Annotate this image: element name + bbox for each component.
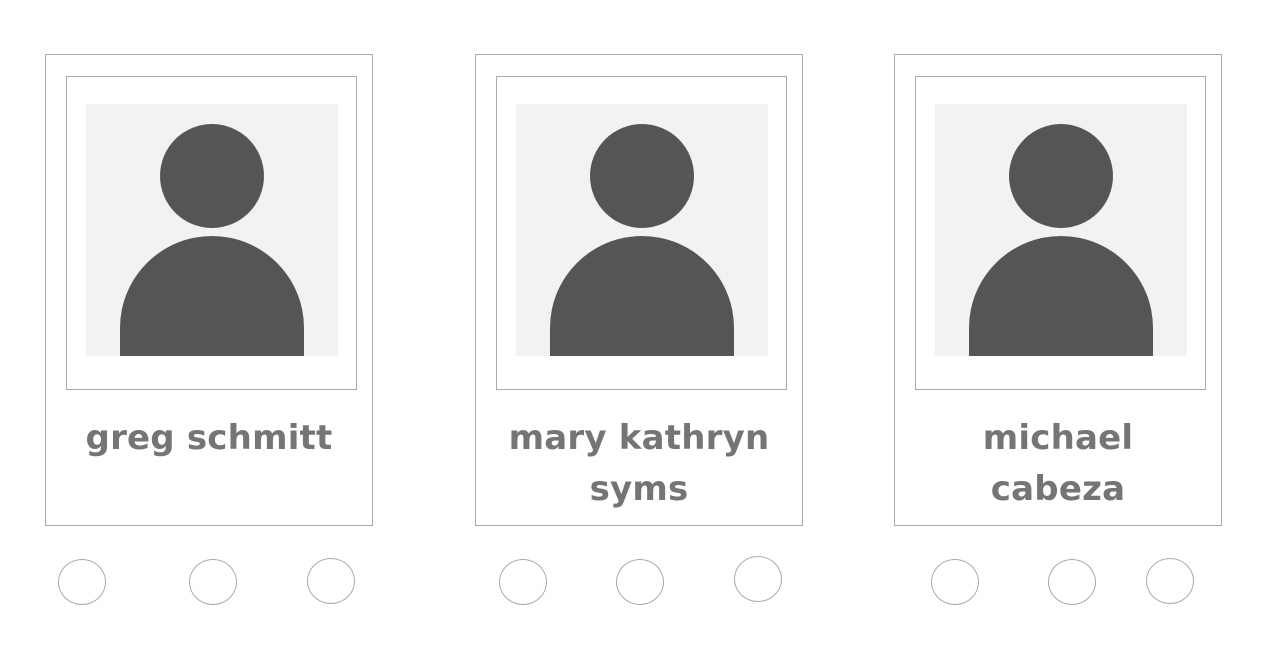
- person-silhouette-icon: [550, 124, 734, 356]
- profile-card-3[interactable]: michael cabeza: [894, 54, 1222, 526]
- profile-card-1[interactable]: greg schmitt: [45, 54, 373, 526]
- avatar: [86, 104, 338, 356]
- photo-frame: [915, 76, 1206, 390]
- person-silhouette-icon: [969, 124, 1153, 356]
- circle-button-3-2[interactable]: [1048, 559, 1096, 605]
- circle-button-3-3[interactable]: [1146, 558, 1194, 604]
- profile-name: greg schmitt: [85, 418, 333, 458]
- circle-button-2-2[interactable]: [616, 559, 664, 605]
- avatar: [935, 104, 1187, 356]
- circle-button-2-3[interactable]: [734, 556, 782, 602]
- circle-button-3-1[interactable]: [931, 559, 979, 605]
- profile-card-2[interactable]: mary kathryn syms: [475, 54, 803, 526]
- circle-button-2-1[interactable]: [499, 559, 547, 605]
- circle-button-1-1[interactable]: [58, 559, 106, 605]
- profile-name: mary kathryn syms: [508, 418, 770, 509]
- avatar: [516, 104, 768, 356]
- person-silhouette-icon: [120, 124, 304, 356]
- photo-frame: [496, 76, 787, 390]
- profile-name: michael cabeza: [982, 418, 1134, 509]
- photo-frame: [66, 76, 357, 390]
- circle-button-1-3[interactable]: [307, 558, 355, 604]
- circle-button-1-2[interactable]: [189, 559, 237, 605]
